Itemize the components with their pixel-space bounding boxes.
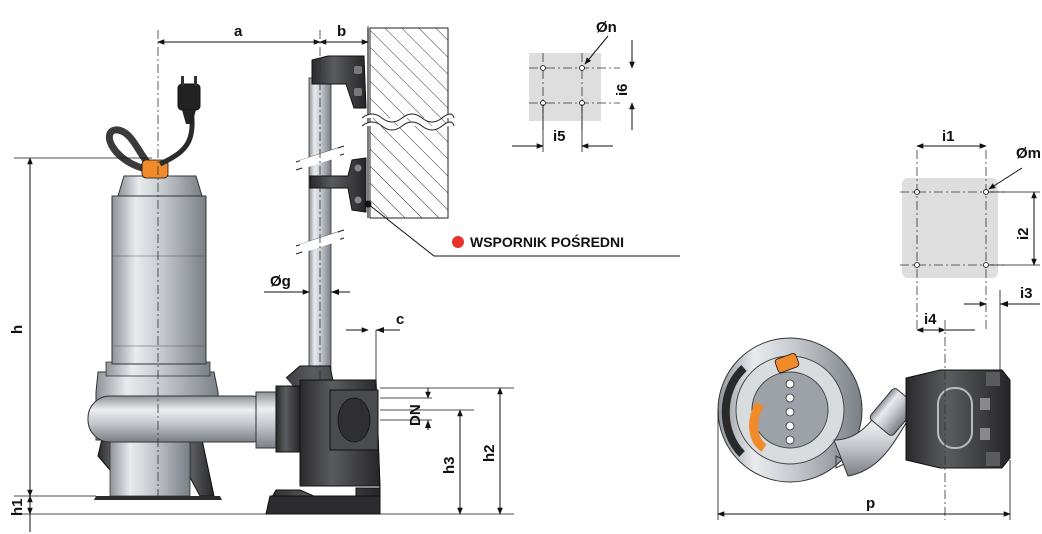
upper-bracket: [311, 55, 367, 109]
intermediate-bracket: [309, 157, 372, 213]
pump-top-view: [717, 337, 1011, 483]
dim-h-label: h: [9, 325, 26, 334]
dim-p-label: p: [866, 495, 875, 512]
dim-i3-label: i3: [1020, 285, 1033, 302]
dim-h3-label: h3: [441, 456, 458, 474]
dim-b-label: b: [337, 23, 346, 40]
dim-i1-label: i1: [942, 128, 955, 145]
dim-c-label: c: [396, 311, 404, 328]
callout-marker-dot: [452, 236, 464, 248]
dim-a-label: a: [234, 23, 243, 40]
dim-h2-label: h2: [481, 444, 498, 462]
duckfoot-base: [265, 365, 381, 515]
dim-i5-label: i5: [553, 128, 566, 145]
intermediate-bracket-callout: WSPORNIK POŚREDNI: [452, 233, 624, 250]
dimension-lines: [14, 26, 1040, 532]
pump-side-view: [87, 76, 301, 500]
dim-i6-label: i6: [614, 83, 631, 96]
dim-i2-label: i2: [1015, 227, 1032, 240]
center-lines: [157, 30, 946, 520]
dim-h1-label: h1: [9, 498, 26, 516]
dim-dn-label: DN: [407, 404, 424, 426]
dim-i4-label: i4: [924, 311, 937, 328]
dim-og-label: Øg: [270, 273, 291, 290]
wall-section: [361, 27, 455, 219]
dim-om-label: Øm: [1016, 145, 1041, 162]
base-hole-pattern: [900, 150, 1004, 330]
dim-on-label: Øn: [596, 19, 617, 36]
callout-label: WSPORNIK POŚREDNI: [470, 233, 624, 250]
dimension-labels: a b c Øg h h1 DN h3 h2 Øn i5 i6 i1 Øm i2…: [9, 19, 1041, 516]
